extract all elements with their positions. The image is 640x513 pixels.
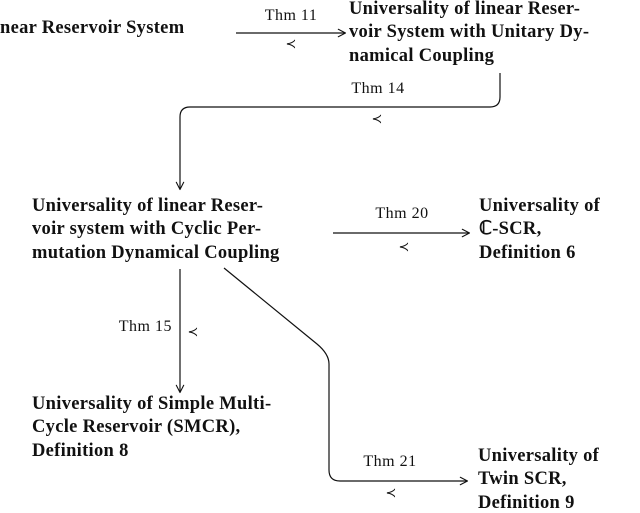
precedes-symbol-thm11: ≺ bbox=[285, 37, 297, 52]
edge-label-thm11: Thm 11 bbox=[264, 7, 318, 24]
node-c-scr-definition-6: Universality of ℂ-SCR, Definition 6 bbox=[479, 196, 601, 263]
node-linear-reservoir-system: near Reservoir System bbox=[0, 18, 185, 38]
edge-label-thm15: Thm 15 bbox=[118, 318, 172, 335]
node-twin-scr-definition-9: Universality of Twin SCR, Definition 9 bbox=[478, 446, 600, 513]
edge-label-thm20: Thm 20 bbox=[375, 205, 429, 222]
node-smcr-definition-8: Universality of Simple Multi- Cycle Rese… bbox=[32, 394, 272, 461]
arrow-thm14 bbox=[175, 73, 501, 191]
precedes-symbol-thm14: ≺ bbox=[371, 112, 383, 127]
precedes-symbol-thm20: ≺ bbox=[398, 240, 410, 255]
precedes-symbol-thm21: ≺ bbox=[385, 486, 397, 501]
precedes-symbol-thm15: ≺ bbox=[187, 325, 199, 340]
arrow-thm21 bbox=[223, 267, 469, 486]
node-cyclic-permutation-coupling: Universality of linear Reser- voir syste… bbox=[32, 196, 280, 263]
node-unitary-dynamical-coupling: Universality of linear Reser- voir Syste… bbox=[349, 0, 590, 66]
edge-label-thm14: Thm 14 bbox=[351, 80, 405, 97]
edge-label-thm21: Thm 21 bbox=[363, 453, 417, 470]
